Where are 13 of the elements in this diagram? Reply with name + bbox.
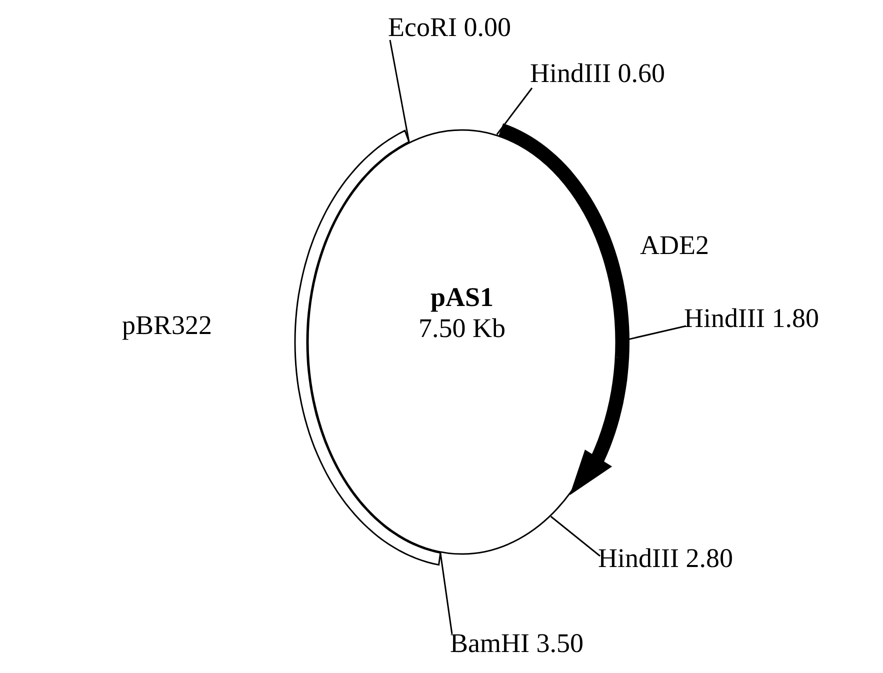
restriction-site-label: BamHI 3.50 [450, 630, 584, 657]
plasmid-name: pAS1 [430, 282, 494, 314]
plasmid-size: 7.50 Kb [418, 313, 506, 344]
restriction-site-label: EcoRI 0.00 [388, 14, 511, 41]
leader-line [440, 552, 453, 634]
leader-line [550, 516, 600, 557]
leader-line [389, 40, 410, 142]
leader-line [496, 88, 533, 135]
restriction-site-label: HindIII 1.80 [684, 305, 819, 332]
gene-label: ADE2 [640, 232, 709, 259]
vector-label: pBR322 [122, 312, 212, 339]
restriction-site-label: HindIII 2.80 [598, 545, 733, 572]
restriction-site-label: HindIII 0.60 [530, 60, 665, 87]
